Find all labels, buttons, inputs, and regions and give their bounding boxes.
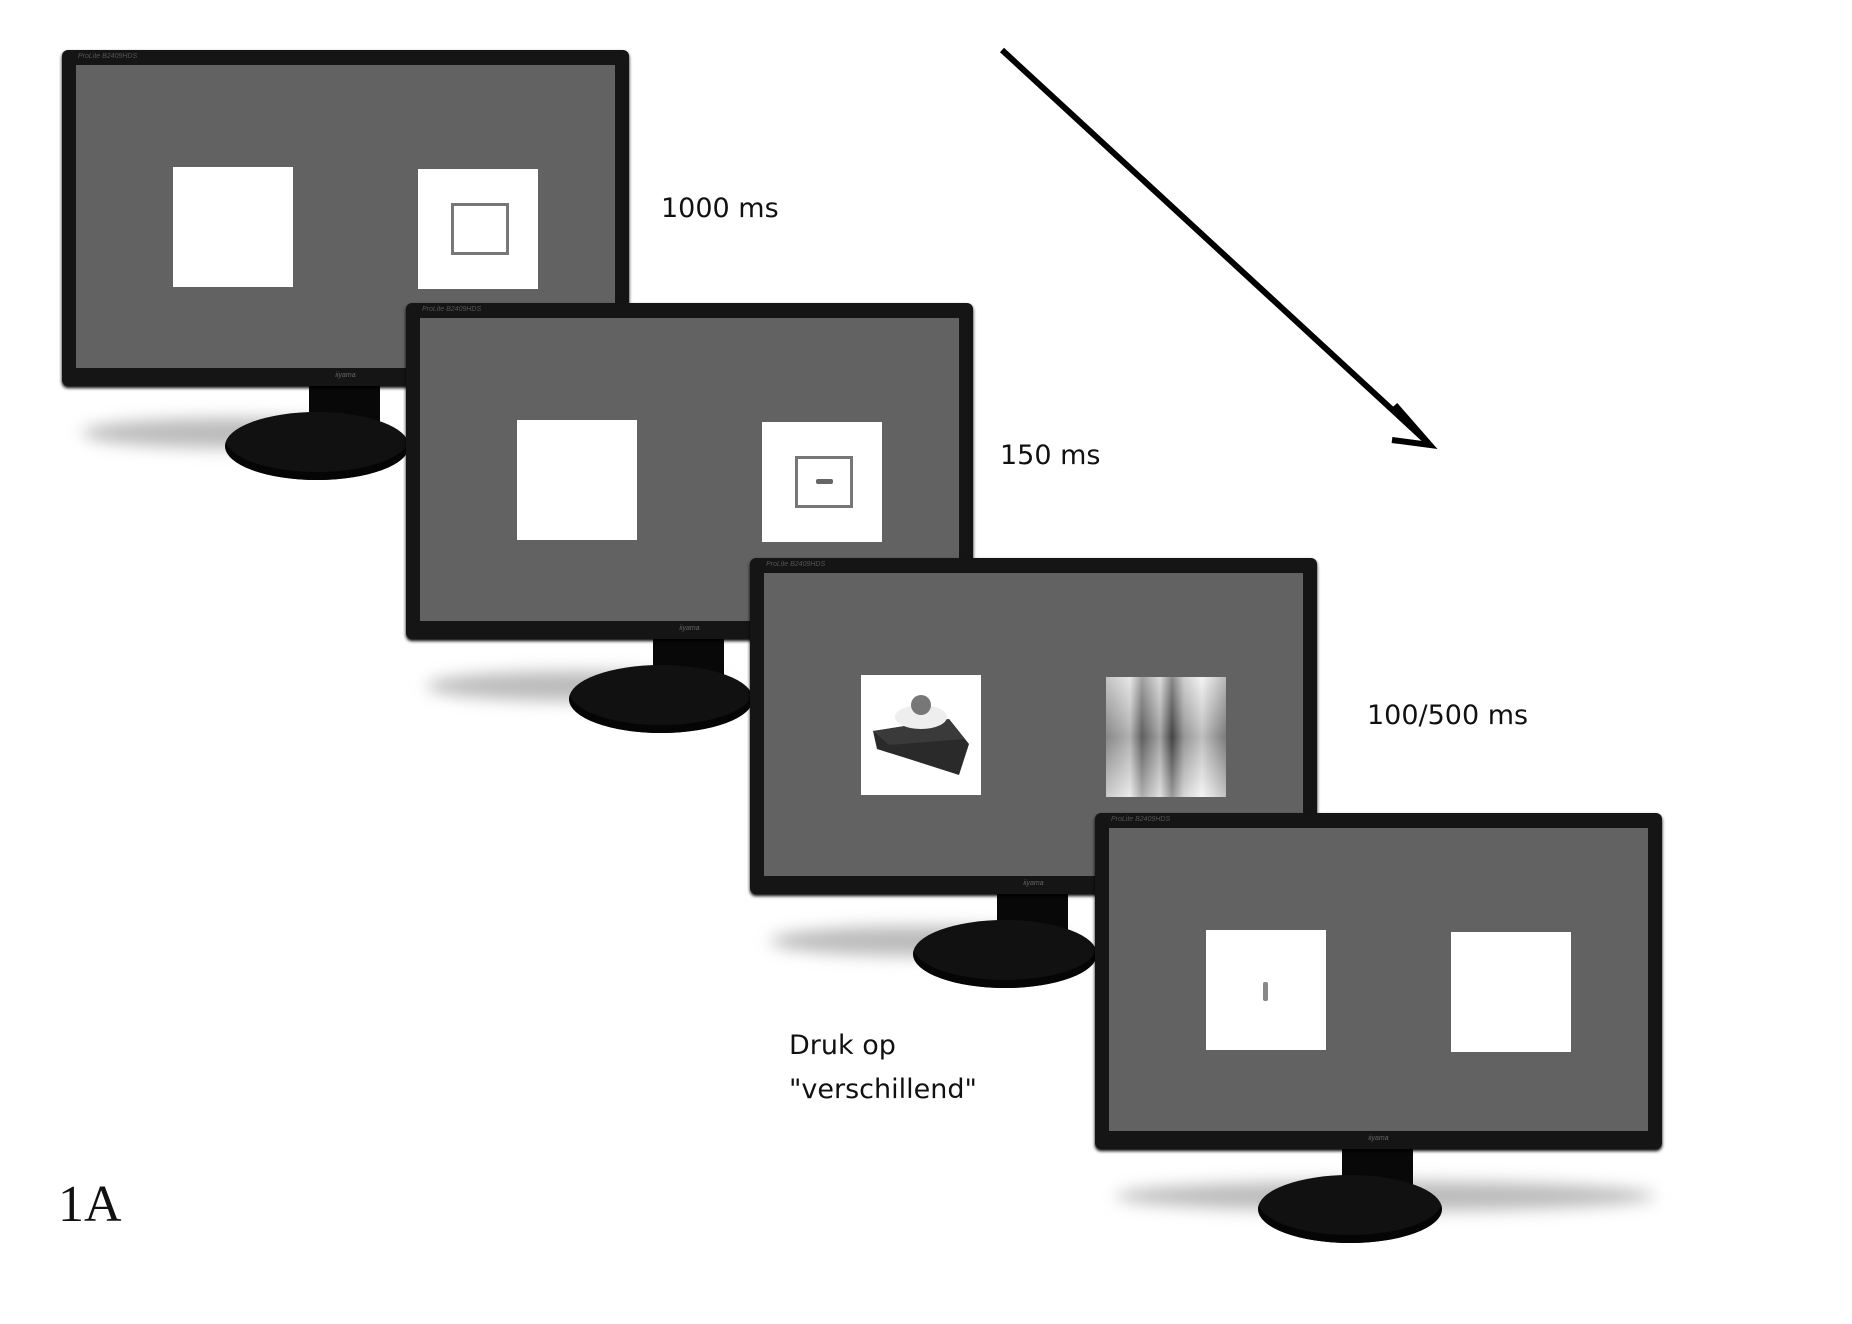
left-placeholder-target [1206,930,1326,1050]
screen [1109,828,1648,1131]
figure-label: 1A [58,1176,122,1233]
left-placeholder [517,420,637,540]
model-label: ProLite B2409HDS [78,53,138,60]
monitor-bezel: ProLite B2409HDS iiyama [1095,813,1662,1149]
vertical-target [1263,982,1268,1001]
screen [420,318,959,621]
left-placeholder [173,167,293,287]
cue-frame [451,203,509,255]
cue-frame [795,456,853,508]
monitor-base [913,920,1097,988]
brand-label: iiyama [1023,880,1044,887]
cake-image [861,675,981,795]
monitor-frame-4: ProLite B2409HDS iiyama [1095,813,1662,1253]
dash-cue [816,479,833,484]
monitor-base [569,665,753,733]
brand-label: iiyama [1368,1135,1389,1142]
right-placeholder-cued [762,422,882,542]
instruction-line-1: Druk op [789,1030,896,1061]
cake-picture [873,695,969,775]
monitor-base [1258,1175,1442,1243]
model-label: ProLite B2409HDS [422,306,482,313]
brand-label: iiyama [335,372,356,379]
right-placeholder-cued [418,169,538,289]
duration-label-3: 100/500 ms [1367,700,1529,731]
monitor-base [225,412,409,480]
instruction-line-2: "verschillend" [789,1074,977,1105]
model-label: ProLite B2409HDS [766,561,826,568]
duration-label-2: 150 ms [1000,440,1101,471]
duration-label-1: 1000 ms [661,193,779,224]
brand-label: iiyama [679,625,700,632]
right-placeholder [1451,932,1571,1052]
model-label: ProLite B2409HDS [1111,816,1171,823]
scrambled-image [1106,677,1226,797]
